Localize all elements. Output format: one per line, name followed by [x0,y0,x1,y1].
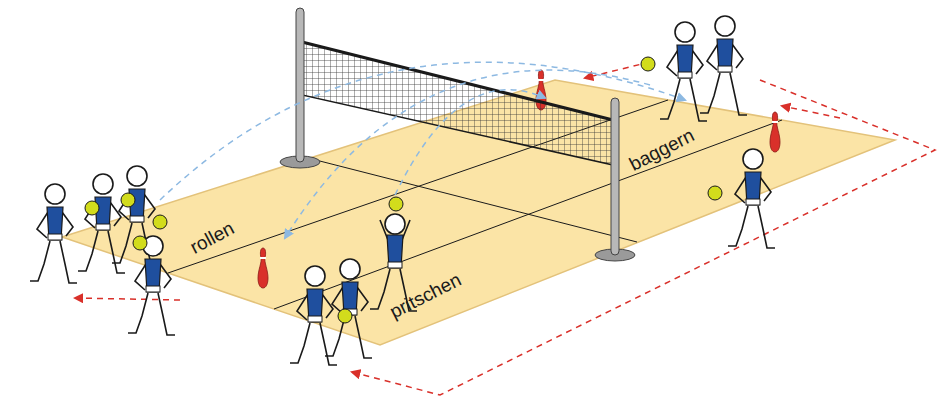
player-figure [728,149,775,248]
ball [85,57,722,323]
ball [641,57,655,71]
ball [389,197,403,211]
ball-path [285,70,650,238]
net-band [302,42,613,120]
center-line [308,158,637,242]
player-figure [325,259,372,358]
marker-pin [770,112,780,152]
running-path [585,62,650,78]
ball [133,236,147,250]
player-figure [128,236,175,335]
court-line [274,120,782,309]
ball-path [395,90,545,195]
ball [153,215,167,229]
ball [338,309,352,323]
running-path [782,106,840,118]
ball [708,186,722,200]
net-post [296,8,304,162]
marker-pin [258,248,268,288]
ball-path [160,62,685,200]
net-post [611,98,619,255]
ball [121,193,135,207]
running-path [352,80,935,395]
player-figure [290,266,337,365]
ball [85,201,99,215]
volleyball-net [302,42,613,165]
player-figure [700,16,747,115]
player-figure [660,22,707,121]
player-figure [78,174,125,273]
player-figure [30,184,77,283]
running-path [75,298,180,300]
